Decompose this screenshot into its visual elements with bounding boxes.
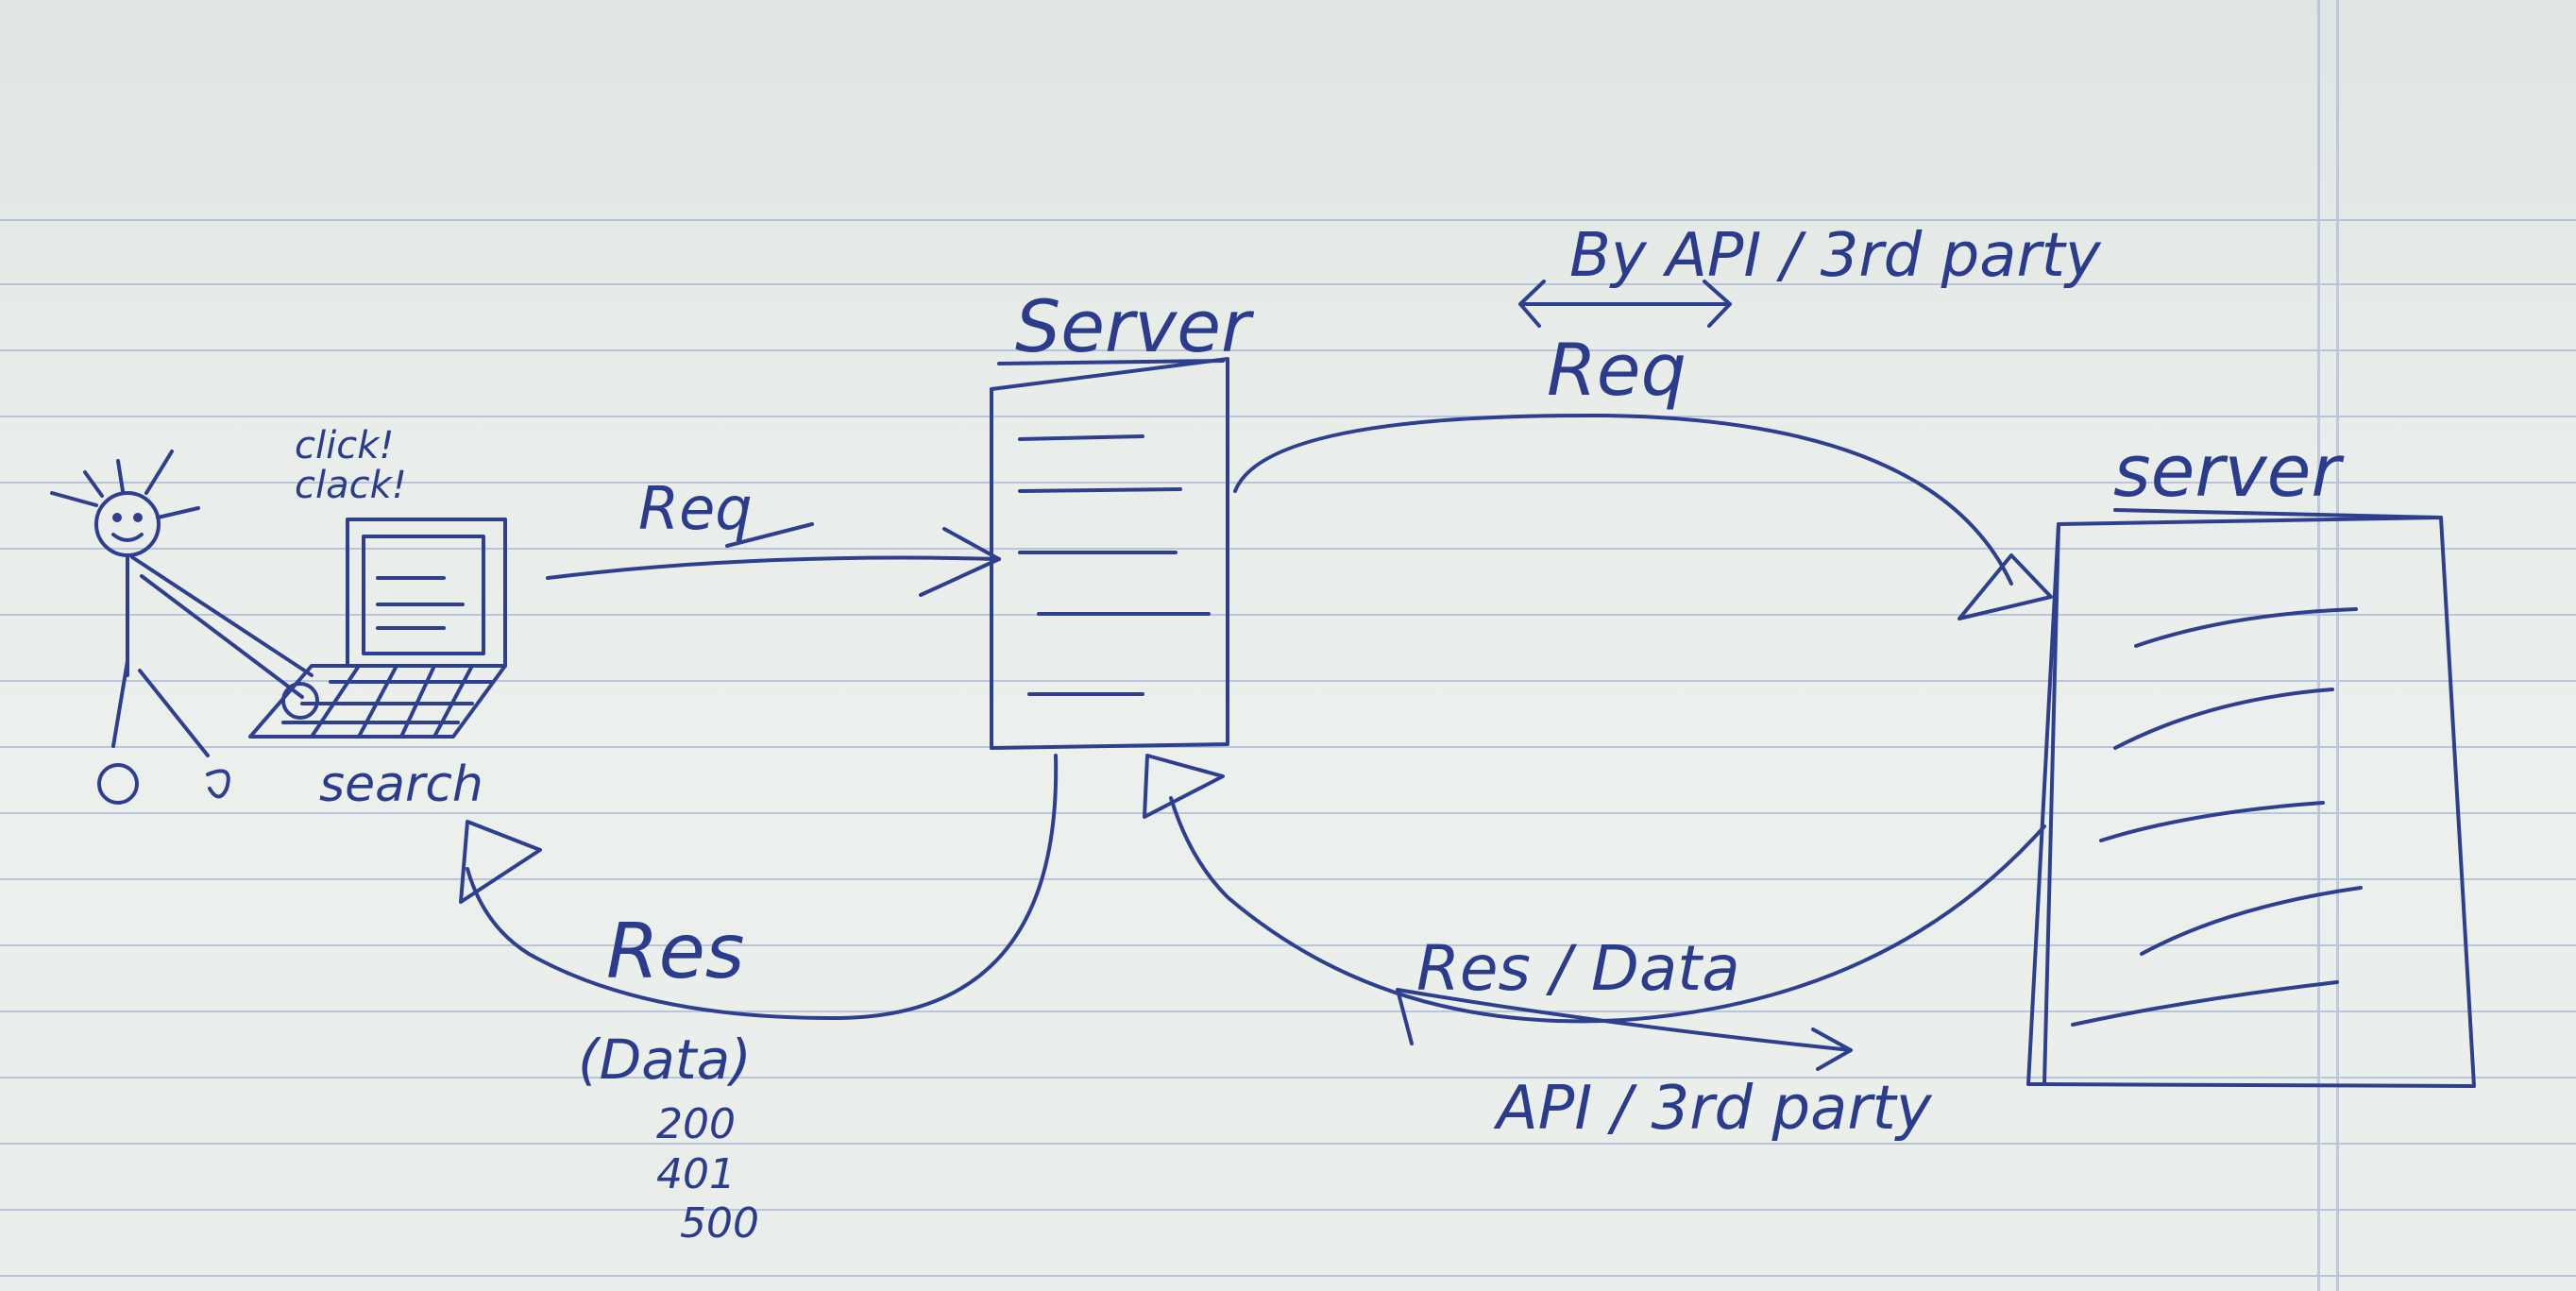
req-underline <box>725 522 814 548</box>
user-head <box>94 491 161 557</box>
paper-rule <box>0 416 2576 417</box>
search-label: search <box>319 756 483 813</box>
server-right-lines <box>2071 607 2363 1027</box>
server-right-underline <box>2113 508 2443 519</box>
api-bottom-label: API / 3rd party <box>1493 1074 1933 1144</box>
user-hand <box>281 682 319 720</box>
req-arrow-client <box>546 522 1001 597</box>
paper-rule <box>0 1077 2576 1079</box>
api-bottom-arrow <box>1396 988 1853 1071</box>
status-code-200: 200 <box>656 1100 736 1148</box>
res-client-label: Res <box>606 908 744 995</box>
req-api-arrow-head <box>1957 553 2053 620</box>
server-left-lines <box>1018 434 1211 696</box>
paper-rule <box>0 812 2576 814</box>
paper-rule <box>0 283 2576 285</box>
paper-rule <box>0 1209 2576 1211</box>
req-arrow-api <box>1233 280 2053 620</box>
paper-rule <box>0 614 2576 616</box>
user-eye <box>133 513 143 522</box>
req-client-label: Req <box>638 474 753 543</box>
by-api-label: By API / 3rd party <box>1569 221 2102 291</box>
laptop-keyboard <box>248 664 507 739</box>
res-data-label: (Data) <box>578 1028 752 1092</box>
server-left <box>990 357 1229 750</box>
user-foot <box>97 763 139 805</box>
click-label: click!clack! <box>295 424 407 507</box>
res-arrow-head <box>459 820 542 904</box>
user-smile <box>111 533 144 542</box>
margin-line <box>2336 0 2339 1291</box>
laptop-screen <box>346 518 507 668</box>
paper-rule <box>0 219 2576 221</box>
req-api-arrow-line <box>1233 413 2013 586</box>
req-arrow-head <box>919 527 1001 597</box>
res-arrow-api <box>1143 754 2046 1071</box>
paper-rule <box>0 1143 2576 1145</box>
server-left-underline <box>997 359 1225 365</box>
laptop-icon <box>248 518 507 739</box>
margin-line <box>2317 0 2320 1291</box>
res-arrow-client <box>459 754 1059 1021</box>
server-right-edge <box>2042 522 2060 1086</box>
res-api-arrow-head <box>1143 754 1225 819</box>
paper-rule <box>0 878 2576 880</box>
paper-rule <box>0 680 2576 682</box>
user-foot <box>206 769 230 799</box>
paper-rule <box>0 548 2576 550</box>
status-code-500: 500 <box>680 1199 759 1248</box>
req-api-label: Req <box>1547 328 1686 412</box>
laptop-display-lines <box>376 576 465 630</box>
user-hair <box>50 450 200 519</box>
server-right <box>2026 508 2476 1088</box>
user-arm <box>130 555 314 699</box>
status-code-401: 401 <box>656 1150 736 1198</box>
paper-rule <box>0 746 2576 748</box>
paper-rule <box>0 944 2576 946</box>
paper-rule <box>0 1011 2576 1012</box>
paper-rule <box>0 1275 2576 1277</box>
server-left-title: Server <box>1015 284 1255 368</box>
req-arrow-line <box>546 555 1001 580</box>
server-right-title: server <box>2113 429 2345 513</box>
laptop-display <box>362 535 485 655</box>
user-eye <box>112 513 122 522</box>
user-stick-figure <box>50 450 314 805</box>
res-arrow-line <box>466 754 1059 1021</box>
res-api-label: Res / Data <box>1416 932 1740 1005</box>
user-leg <box>111 659 210 757</box>
paper-rule <box>0 349 2576 351</box>
paper-rule <box>0 482 2576 484</box>
laptop-keys <box>281 664 493 739</box>
server-right-box <box>2026 516 2476 1088</box>
by-api-double-arrow <box>1518 280 1732 328</box>
res-api-arrow-line <box>1169 796 2046 1024</box>
